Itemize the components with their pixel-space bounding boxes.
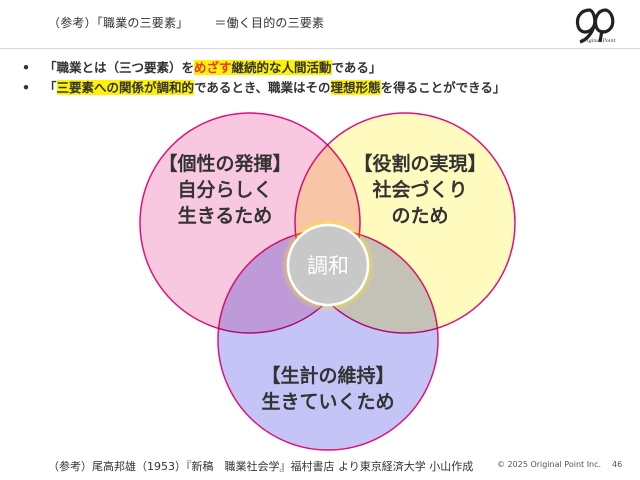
- reference-note: （参考）尾高邦雄（1953）『新稿 職業社会学』福村書店 より東京経済大学 小山…: [48, 460, 474, 473]
- page-header: （参考）「職業の三要素」 ＝働く目的の三要素: [48, 14, 324, 31]
- original-point-logo-icon: [575, 8, 615, 44]
- harmony-label: 調和: [307, 254, 349, 278]
- bullet1-highlight-activity: 継続的な人間活動: [231, 60, 332, 75]
- logo-subtitle: Original Point: [580, 38, 616, 44]
- bullet1-highlight-aim: めざす: [194, 60, 232, 75]
- harmony-center-circle: [286, 223, 370, 307]
- header-prefix: （参考）「職業の三要素」: [48, 16, 189, 30]
- header-divider: [0, 48, 640, 49]
- bullet-marker: •: [22, 80, 30, 95]
- bullet2-text-c: を得ることができる」: [380, 80, 506, 95]
- role-line3: のため: [391, 205, 448, 227]
- personality-title: 【個性の発揮】: [158, 152, 291, 175]
- bullet-marker: •: [22, 60, 30, 75]
- bullet2-highlight-ideal: 理想形態: [330, 80, 381, 95]
- bullet2-text-a: 「: [44, 80, 57, 95]
- bullet1-text-a: 「職業とは（三つ要素）を: [44, 60, 195, 75]
- personality-line2: 自分らしく: [177, 178, 272, 201]
- livelihood-line2: 生きていくため: [261, 390, 394, 413]
- livelihood-title: 【生計の維持】: [261, 364, 394, 387]
- page-number: 46: [612, 460, 623, 469]
- bullet1-text-b: である」: [331, 60, 382, 75]
- personality-line3: 生きるため: [178, 204, 273, 227]
- bullet2-highlight-harmony: 三要素への関係が調和的: [56, 80, 195, 95]
- bullet-item-definition: • 「職業とは（三つ要素）をめざす継続的な人間活動である」: [22, 58, 505, 78]
- bullet-item-harmony: • 「三要素への関係が調和的であるとき、職業はその理想形態を得ることができる」: [22, 78, 505, 98]
- role-line2: 社会づくり: [371, 178, 467, 201]
- role-title: 【役割の実現】: [353, 152, 486, 175]
- bullet-list: • 「職業とは（三つ要素）をめざす継続的な人間活動である」 • 「三要素への関係が調…: [22, 58, 505, 98]
- copyright: © 2025 Original Point Inc.: [497, 460, 602, 469]
- header-suffix: ＝働く目的の三要素: [214, 16, 325, 30]
- bullet2-text-b: であるとき、職業はその: [194, 80, 331, 95]
